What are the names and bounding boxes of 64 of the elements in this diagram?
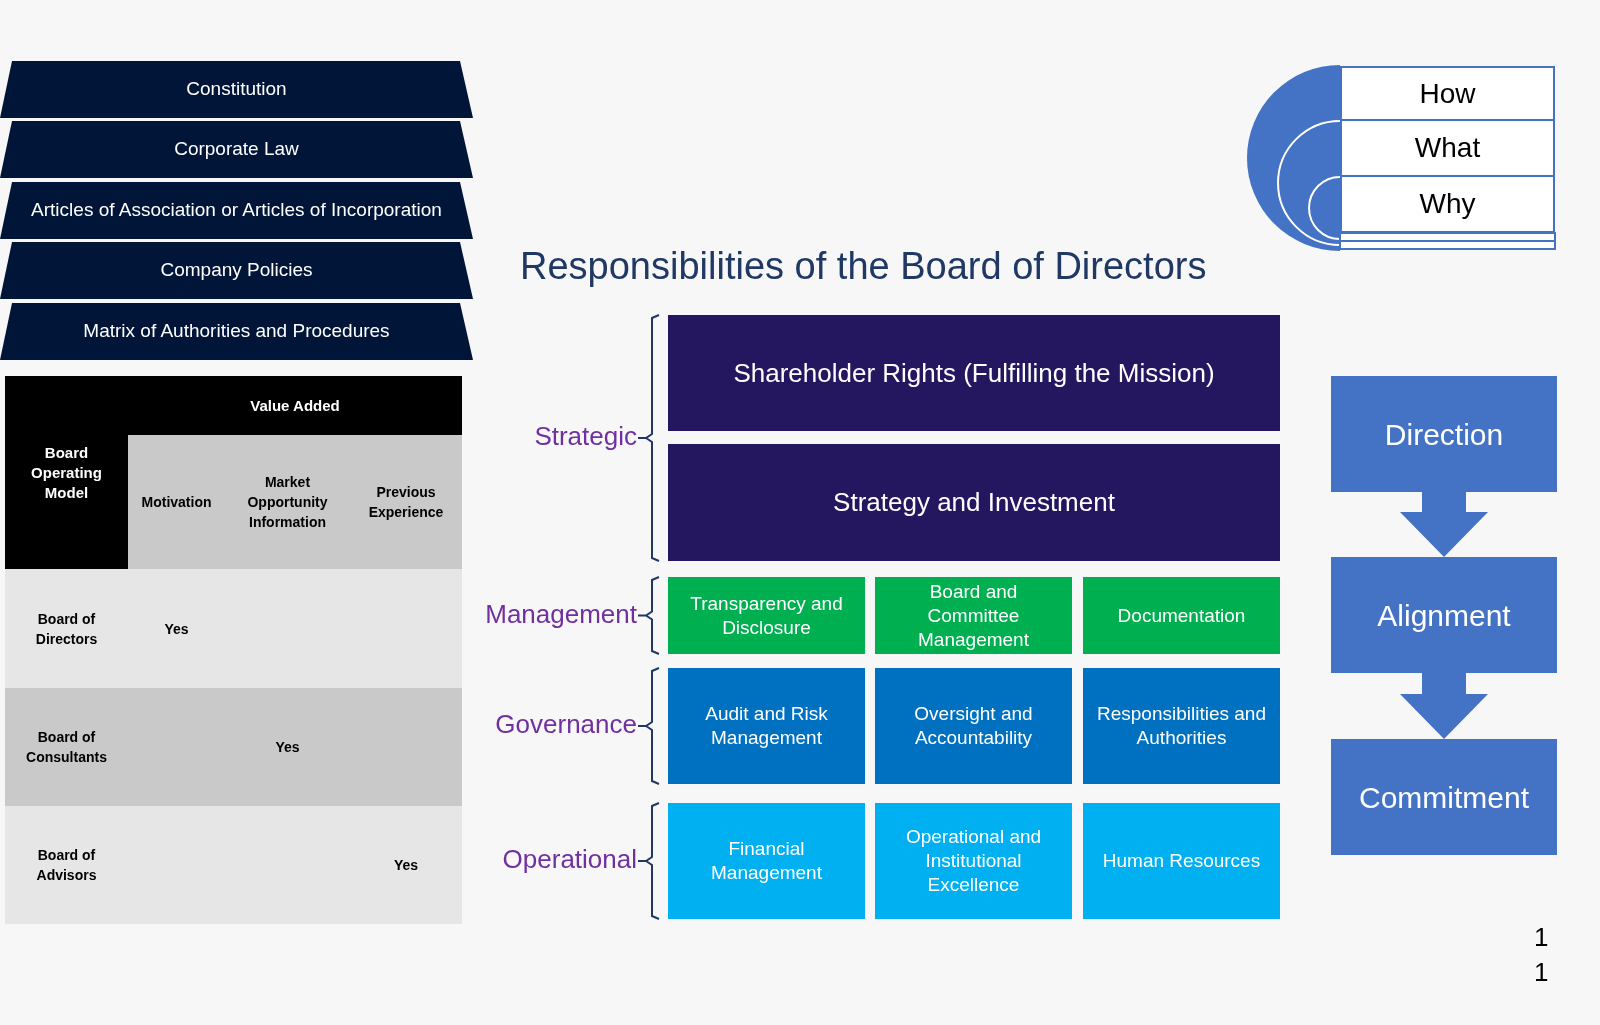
process-box (668, 444, 1280, 561)
table-cell: Motivation (128, 435, 225, 569)
group-label: Operational (502, 843, 637, 875)
node-text: Company Policies (160, 258, 313, 283)
process-box (668, 803, 865, 919)
node-text: Audit and Risk Management (704, 702, 829, 750)
block-arrow (1400, 673, 1488, 739)
trapezoid-band (0, 242, 473, 299)
process-box (1331, 376, 1557, 492)
node-text: Commitment (1359, 779, 1529, 816)
process-box (668, 577, 865, 654)
node-text: Direction (1384, 416, 1504, 453)
node-text: Why (1419, 187, 1476, 221)
process-box (1083, 577, 1280, 654)
node-text: Operational and Institutional Excellence (904, 825, 1043, 897)
process-box (668, 668, 865, 784)
node-text: Articles of Association or Articles of Incorporation (31, 198, 442, 223)
node-text: Corporate Law (174, 137, 299, 162)
process-box (668, 315, 1280, 431)
process-box (1083, 803, 1280, 919)
process-box (1083, 668, 1280, 784)
node-text: Human Resources (1102, 849, 1261, 873)
table-cell: Market Opportunity Information (225, 435, 350, 569)
process-box (875, 668, 1072, 784)
group-label: Governance (495, 708, 637, 740)
node-text: Alignment (1377, 597, 1511, 634)
table-cell: Value Added (128, 376, 462, 435)
table-cell: Board of Directors (5, 569, 128, 688)
table-cell: Previous Experience (350, 435, 462, 569)
node-text: Shareholder Rights (Fulfilling the Mission) (733, 356, 1215, 390)
node-text: Board and Committee Management (917, 579, 1030, 652)
trapezoid-band (0, 182, 473, 239)
process-box (875, 803, 1072, 919)
table-row-box (1340, 66, 1555, 121)
table-cell: Yes (225, 688, 350, 806)
table-row-box (1340, 121, 1555, 177)
node-text: What (1414, 131, 1481, 165)
table-cell: Board of Advisors (5, 806, 128, 924)
group-label: Strategic (534, 420, 637, 452)
node-text: Strategy and Investment (833, 486, 1115, 519)
table-row-box (1340, 177, 1555, 233)
node-text: Responsibilities and Authorities (1096, 702, 1267, 750)
block-arrow (1400, 492, 1488, 557)
process-box (1331, 557, 1557, 673)
node-text: Documentation (1117, 603, 1246, 628)
trapezoid-band (0, 303, 473, 360)
table-cell: Board Operating Model (5, 376, 128, 569)
process-box (875, 577, 1072, 654)
node-text: Oversight and Accountability (913, 702, 1034, 750)
page-number: 1 (1534, 956, 1549, 989)
diagram-title: Responsibilities of the Board of Directors (520, 244, 1207, 289)
table-cell: Board of Consultants (5, 688, 128, 806)
node-text: Transparency and Disclosure (689, 591, 844, 640)
trapezoid-band (0, 61, 473, 118)
table-cell: Yes (350, 806, 462, 924)
table-cell: Yes (128, 569, 225, 688)
page-number: 1 (1534, 921, 1549, 954)
node-text: How (1419, 76, 1476, 111)
process-box (1331, 739, 1557, 855)
trapezoid-band (0, 121, 473, 178)
node-text: Financial Management (710, 837, 823, 885)
group-label: Management (485, 597, 637, 630)
node-text: Constitution (186, 77, 287, 102)
node-text: Matrix of Authorities and Procedures (83, 319, 390, 344)
